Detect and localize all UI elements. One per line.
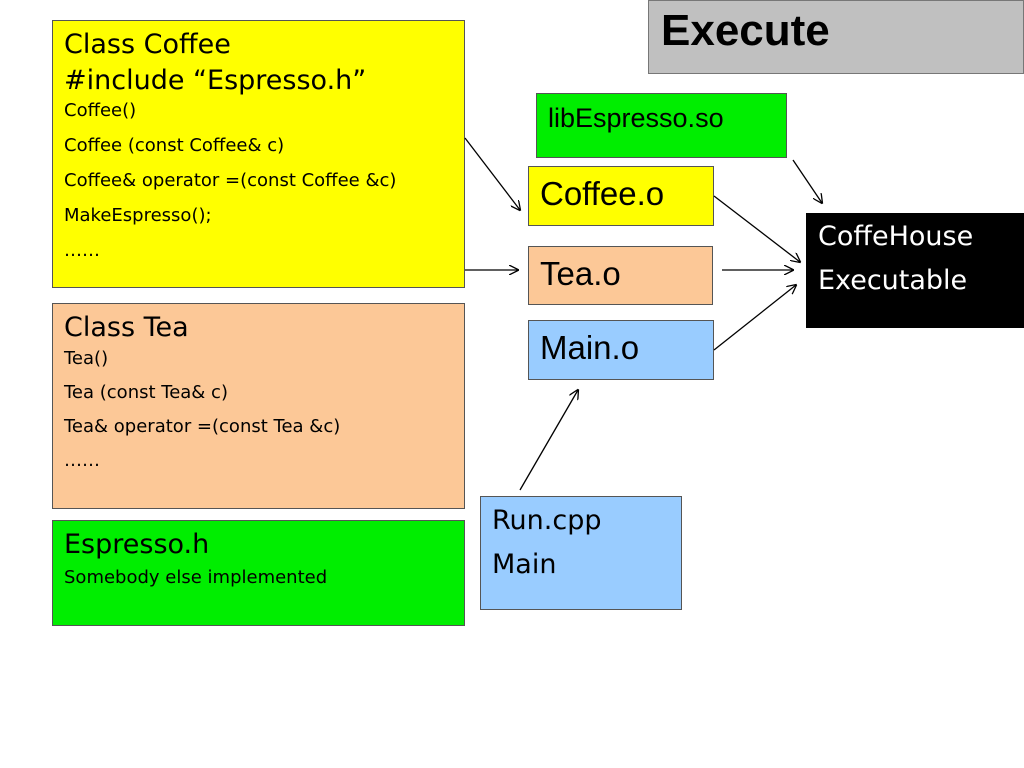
class-coffee-member: MakeEspresso();	[64, 204, 212, 226]
arrow-coffee-o-to-executable	[713, 195, 800, 262]
espresso-header-heading: Espresso.h	[64, 529, 210, 560]
arrow-main-o-to-executable	[713, 285, 796, 351]
run-cpp-box: Run.cpp Main	[480, 496, 682, 610]
arrow-run-cpp-to-main-o	[519, 390, 578, 491]
class-tea-box: Class Tea Tea() Tea (const Tea& c) Tea& …	[52, 303, 465, 509]
library-box: libEspresso.so	[536, 93, 787, 158]
class-coffee-member: Coffee()	[64, 99, 137, 121]
arrow-coffee-class-to-coffee-o	[464, 137, 520, 210]
main-object-box: Main.o	[528, 320, 714, 380]
executable-line1: CoffeHouse	[818, 221, 974, 252]
class-coffee-member: Coffee& operator =(const Coffee &c)	[64, 169, 397, 191]
executable-line2: Executable	[818, 265, 968, 297]
library-label: libEspresso.so	[548, 103, 724, 133]
class-coffee-heading: Class Coffee	[64, 29, 231, 60]
tea-object-label: Tea.o	[540, 255, 621, 292]
class-coffee-box: Class Coffee #include “Espresso.h” Coffe…	[52, 20, 465, 288]
main-object-label: Main.o	[540, 329, 640, 366]
class-tea-member: ……	[64, 450, 100, 472]
run-cpp-function: Main	[492, 549, 557, 581]
coffee-object-label: Coffee.o	[540, 175, 665, 212]
coffee-object-box: Coffee.o	[528, 166, 714, 226]
class-tea-member: Tea& operator =(const Tea &c)	[64, 416, 341, 438]
class-coffee-include: #include “Espresso.h”	[64, 65, 367, 97]
arrow-lib-to-executable	[792, 159, 822, 203]
slide-title-text: Execute	[661, 6, 830, 55]
espresso-header-box: Espresso.h Somebody else implemented	[52, 520, 465, 626]
tea-object-box: Tea.o	[528, 246, 713, 305]
espresso-header-note: Somebody else implemented	[64, 567, 328, 589]
class-tea-heading: Class Tea	[64, 312, 189, 343]
class-tea-member: Tea (const Tea& c)	[64, 382, 228, 404]
class-coffee-member: ……	[64, 239, 100, 261]
class-tea-member: Tea()	[64, 348, 109, 370]
class-coffee-member: Coffee (const Coffee& c)	[64, 134, 285, 156]
run-cpp-file: Run.cpp	[492, 505, 602, 536]
slide-title: Execute	[648, 0, 1024, 74]
executable-box: CoffeHouse Executable	[806, 213, 1024, 328]
